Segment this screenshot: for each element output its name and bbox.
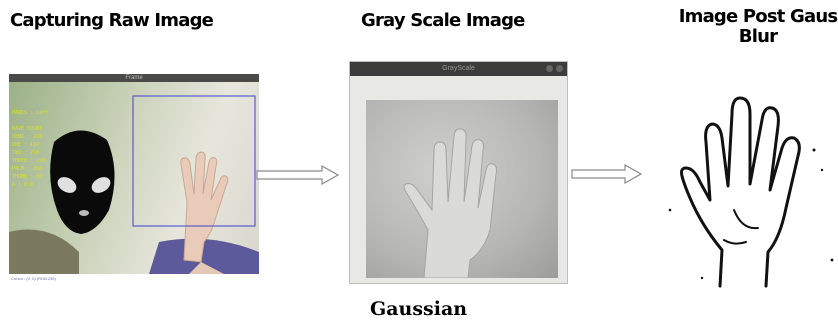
raw-image-window: Frame HANDS : Left WAVE COUNT SEND : 200…	[9, 74, 259, 284]
overlay-line: A : 0.0	[12, 182, 33, 188]
raw-window-statusbar: Cursor : (0, 0) (RGB:255)	[9, 274, 259, 284]
raw-window-status-text: Cursor : (0, 0) (RGB:255)	[11, 276, 56, 281]
gray-hand	[404, 129, 497, 278]
hand-contour	[682, 98, 800, 286]
shirt-shape	[9, 230, 79, 275]
raw-camera-frame: HANDS : Left WAVE COUNT SEND : 200 ONE :…	[9, 82, 259, 274]
overlay-line: WAVE COUNT	[12, 126, 42, 132]
gray-window-title: GrayScale	[442, 65, 475, 72]
overlay-line: TWO : 210	[12, 150, 39, 156]
mask-mouth	[79, 210, 89, 216]
palm-crease-lower	[724, 240, 746, 244]
overlay-line: ONE : 184	[12, 142, 39, 148]
blur-title-line-1: Image Post Gaus	[663, 7, 838, 27]
overlay-line: HANDS : Left	[12, 110, 48, 116]
process-caption: Gaussian	[370, 298, 467, 320]
process-arrow-2	[571, 164, 643, 184]
palm-crease	[734, 210, 758, 228]
gray-window-titlebar: GrayScale	[350, 62, 567, 76]
raw-image-title: Capturing Raw Image	[10, 10, 213, 31]
blur-title-line-2: Blur	[663, 27, 838, 47]
raw-window-titlebar: Frame	[9, 74, 259, 82]
blurred-hand-outline	[662, 90, 838, 290]
overlay-line: THREE : 190	[12, 158, 45, 164]
window-close-icon[interactable]	[556, 65, 563, 72]
overlay-line: PALM : 250	[12, 166, 42, 172]
overlay-line: SEND : 200	[12, 134, 42, 140]
overlay-line: THUMB : 60	[12, 174, 42, 180]
blur-image-title: Image Post Gaus Blur	[663, 7, 838, 47]
gray-hand-drawing	[366, 100, 558, 278]
gray-scale-frame	[366, 100, 558, 278]
gray-scale-window: GrayScale	[349, 61, 568, 284]
process-arrow-1	[256, 165, 340, 185]
window-minimize-icon[interactable]	[546, 65, 553, 72]
gray-scale-title: Gray Scale Image	[361, 10, 525, 31]
